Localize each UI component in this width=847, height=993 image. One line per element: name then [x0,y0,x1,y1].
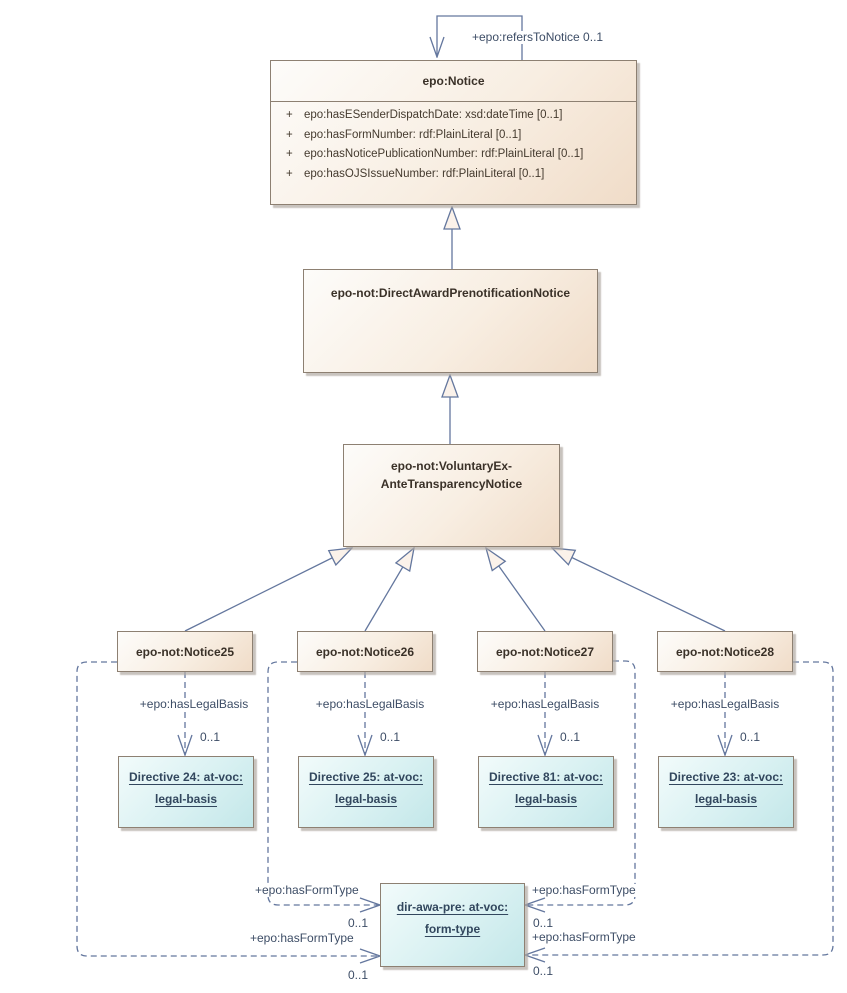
label-multiplicity-legal-basis-notice28: 0..1 [740,730,761,744]
instance-line2: form-type [424,922,481,936]
label-multiplicity-form-type-right-top: 0..1 [533,916,554,930]
instance-directive25-legal-basis: Directive 25: at-voc: legal-basis [298,756,434,828]
instance-line1: Directive 25: at-voc: [308,770,424,784]
class-epo-notice-title: epo:Notice [422,74,485,88]
label-multiplicity-form-type-left-top: 0..1 [348,916,369,930]
dependency-has-form-type-notice25 [76,661,380,956]
attribute-row: + epo:hasESenderDispatchDate: xsd:dateTi… [271,109,636,129]
attribute-row: + epo:hasOJSIssueNumber: rdf:PlainLitera… [271,168,636,188]
attribute-visibility: + [286,109,293,121]
instance-line2: legal-basis [334,792,398,806]
label-multiplicity-legal-basis-notice27: 0..1 [560,730,581,744]
class-notice28: epo-not:Notice28 [657,631,793,672]
instance-directive23-legal-basis: Directive 23: at-voc: legal-basis [658,756,794,828]
attribute-text: epo:hasOJSIssueNumber: rdf:PlainLiteral … [304,167,545,180]
attribute-text: epo:hasNoticePublicationNumber: rdf:Plai… [304,148,584,160]
label-multiplicity-legal-basis-notice26: 0..1 [380,730,401,744]
instance-directive81-legal-basis: Directive 81: at-voc: legal-basis [478,756,614,828]
class-epo-notice-attributes: + epo:hasESenderDispatchDate: xsd:dateTi… [271,102,636,187]
label-has-legal-basis-notice27: +epo:hasLegalBasis [480,698,610,711]
label-multiplicity-legal-basis-notice25: 0..1 [200,730,221,744]
class-notice27: epo-not:Notice27 [477,631,613,672]
class-notice26: epo-not:Notice26 [297,631,433,672]
label-has-form-type-notice27: +epo:hasFormType [532,883,636,897]
instance-line1: Directive 23: at-voc: [668,770,784,784]
class-epo-notice: epo:Notice + epo:hasESenderDispatchDate:… [270,60,637,205]
instance-line2: legal-basis [514,792,578,806]
class-title: epo-not:Notice26 [315,644,414,659]
instance-line2: legal-basis [694,792,758,806]
label-multiplicity-form-type-right-bottom: 0..1 [533,964,554,978]
instance-form-type: dir-awa-pre: at-voc: form-type [380,883,525,967]
class-voluntary-ex-ante-transparency-notice: epo-not:VoluntaryEx- AnteTransparencyNot… [343,444,560,547]
label-multiplicity-form-type-left-bottom: 0..1 [348,968,369,982]
label-has-legal-basis-notice26: +epo:hasLegalBasis [305,698,435,711]
instance-directive24-legal-basis: Directive 24: at-voc: legal-basis [118,756,254,828]
attribute-row: + epo:hasFormNumber: rdf:PlainLiteral [0… [271,129,636,149]
generalization-notice25-to-voluntary [184,548,352,632]
instance-line1: Directive 81: at-voc: [488,770,604,784]
label-has-legal-basis-notice28: +epo:hasLegalBasis [660,698,790,711]
attribute-visibility: + [286,128,293,141]
generalization-notice26-to-voluntary [364,548,414,632]
attribute-text: epo:hasFormNumber: rdf:PlainLiteral [0..… [304,128,522,141]
attribute-row: + epo:hasNoticePublicationNumber: rdf:Pl… [271,148,636,168]
instance-line2: legal-basis [154,792,218,806]
class-title: epo-not:Notice27 [495,644,594,659]
class-direct-award-prenotification-notice: epo-not:DirectAwardPrenotificationNotice [303,269,598,373]
label-refers-to-notice: +epo:refersToNotice 0..1 [472,30,604,44]
class-title-line2: AnteTransparencyNotice [380,477,523,491]
class-title: epo-not:Notice28 [675,644,774,659]
class-title-line1: epo-not:VoluntaryEx- [390,459,513,473]
dependency-has-form-type-notice28 [525,661,834,955]
label-has-form-type-notice25: +epo:hasFormType [250,931,354,945]
class-notice25: epo-not:Notice25 [117,631,253,672]
generalization-notice27-to-voluntary [486,548,546,632]
class-title: epo-not:DirectAwardPrenotificationNotice [330,286,571,300]
label-has-form-type-notice28: +epo:hasFormType [532,930,636,944]
class-title: epo-not:Notice25 [135,644,234,659]
attribute-text: epo:hasESenderDispatchDate: xsd:dateTime… [304,109,563,121]
label-has-legal-basis-notice25: +epo:hasLegalBasis [129,698,259,711]
dependency-has-form-type-notice26 [267,661,380,905]
attribute-visibility: + [286,148,293,160]
dependency-has-form-type-notice27 [525,660,636,905]
label-has-form-type-notice26: +epo:hasFormType [255,883,359,897]
instance-line1: dir-awa-pre: at-voc: [396,900,509,914]
generalization-notice28-to-voluntary [552,548,726,632]
attribute-visibility: + [286,167,293,180]
instance-line1: Directive 24: at-voc: [128,770,244,784]
